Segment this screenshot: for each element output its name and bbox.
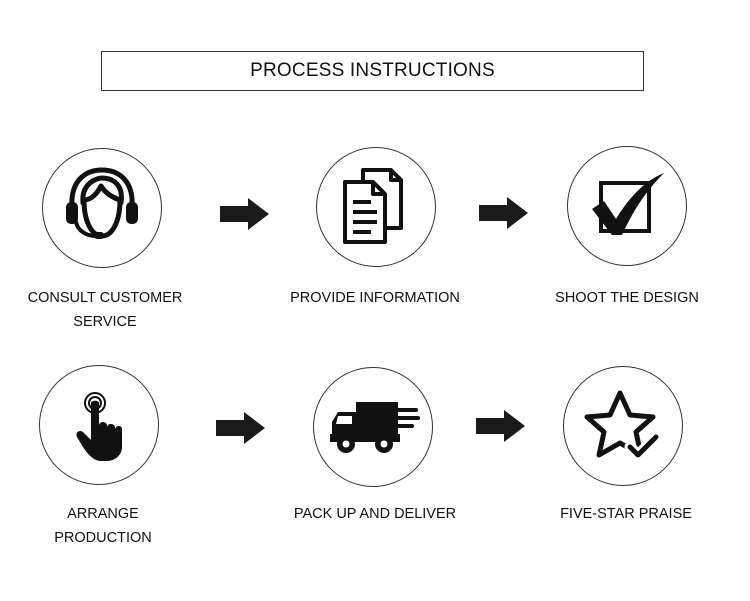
step-circle-pack-deliver xyxy=(313,367,433,487)
step-label-consult: CONSULT CUSTOMER SERVICE xyxy=(27,290,183,330)
arrow-right-icon xyxy=(220,198,269,230)
arrow-right-icon xyxy=(216,412,265,444)
delivery-truck-icon xyxy=(330,402,420,453)
tap-hand-icon xyxy=(76,392,122,461)
star-check-icon xyxy=(584,390,662,461)
checkbox-check-icon xyxy=(592,173,664,235)
step-label-pack-deliver: PACK UP AND DELIVER xyxy=(293,506,457,522)
step-label-arrange-production: ARRANGE PRODUCTION xyxy=(54,506,152,546)
step-circle-five-star-praise xyxy=(563,366,683,486)
page-title: PROCESS INSTRUCTIONS xyxy=(101,51,644,91)
step-circle-arrange-production xyxy=(39,365,159,485)
documents-icon xyxy=(343,168,403,244)
step-label-shoot-design: SHOOT THE DESIGN xyxy=(555,290,699,306)
arrow-right-icon xyxy=(479,197,528,229)
arrow-right-icon xyxy=(476,410,525,442)
step-label-five-star-praise: FIVE-STAR PRAISE xyxy=(560,506,692,522)
step-circle-shoot-design xyxy=(567,146,687,266)
step-label-provide-information: PROVIDE INFORMATION xyxy=(290,290,460,306)
step-circle-provide-information xyxy=(316,147,436,267)
headset-icon xyxy=(66,167,138,239)
step-circle-consult xyxy=(42,148,162,268)
